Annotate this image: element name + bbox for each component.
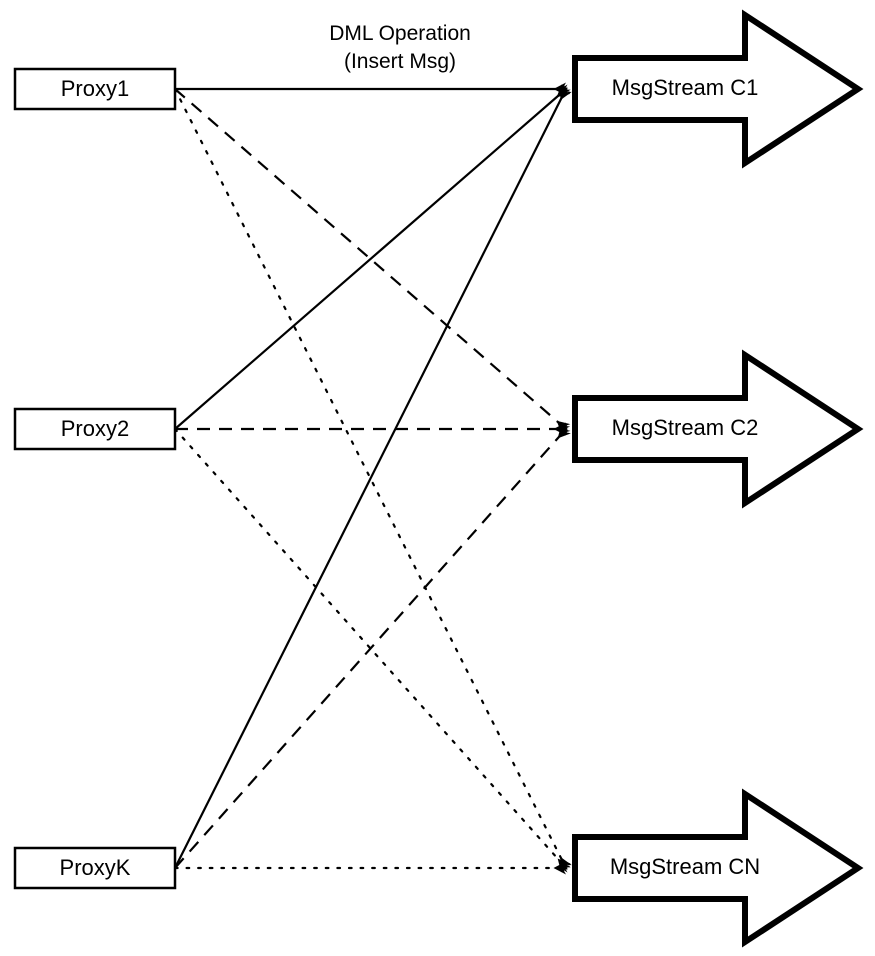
- proxy-proxyK[interactable]: ProxyK: [13, 846, 177, 890]
- stream-label: MsgStream C1: [612, 75, 759, 100]
- stream-arrow-shape: [572, 9, 864, 169]
- stream-label: MsgStream CN: [610, 854, 760, 879]
- link-proxy2-to-stream_c1[interactable]: [174, 84, 571, 430]
- stream-arrow-shape: [572, 349, 864, 509]
- link-proxyK-to-stream_c2[interactable]: [174, 424, 571, 869]
- link-proxyK-to-stream_c1[interactable]: [174, 85, 572, 869]
- links-layer: [173, 82, 572, 875]
- streams-layer: MsgStream C1 MsgStream C2 MsgStream CN: [572, 9, 864, 948]
- proxy-box-shape: [13, 846, 177, 890]
- proxy-label: Proxy2: [61, 416, 129, 441]
- proxy-label: ProxyK: [60, 855, 131, 880]
- proxy-box-shape: [13, 407, 177, 451]
- proxy-box-shape: [13, 67, 177, 111]
- stream-stream_c2[interactable]: MsgStream C2: [572, 349, 864, 509]
- stream-arrow-shape: [572, 788, 864, 948]
- edge-label-line-1: DML Operation: [329, 22, 471, 45]
- link-proxy2-to-stream_cn[interactable]: [173, 427, 571, 873]
- stream-stream_c1[interactable]: MsgStream C1: [572, 9, 864, 169]
- edge-label-dml-operation: DML Operation (Insert Msg): [329, 22, 471, 73]
- edge-label-line-2: (Insert Msg): [344, 50, 456, 73]
- proxy-proxy2[interactable]: Proxy2: [13, 407, 177, 451]
- stream-stream_cn[interactable]: MsgStream CN: [572, 788, 864, 948]
- proxy-proxy1[interactable]: Proxy1: [13, 67, 177, 111]
- stream-label: MsgStream C2: [612, 415, 759, 440]
- proxy-label: Proxy1: [61, 76, 129, 101]
